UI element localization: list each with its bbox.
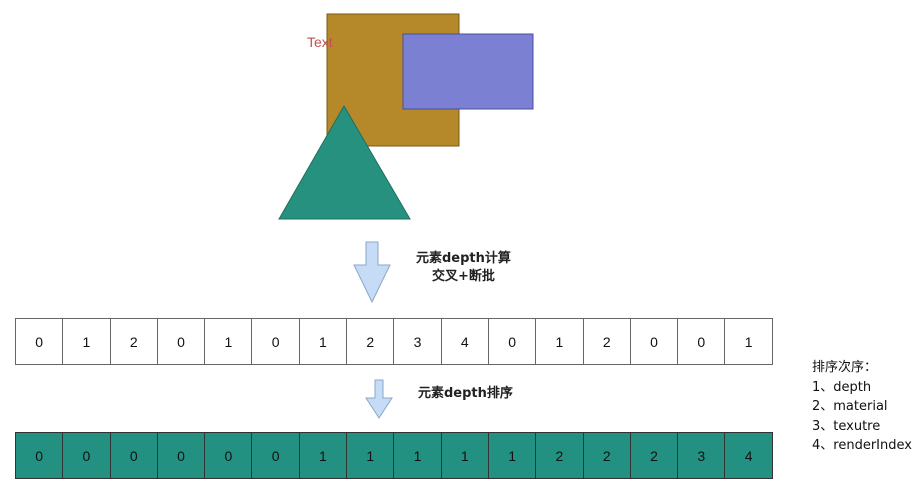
depth-cell: 0 <box>252 319 300 365</box>
depth-cell: 2 <box>583 433 631 479</box>
depth-cell: 0 <box>678 319 726 365</box>
sort-order-legend: 排序次序： 1、depth 2、material 3、texutre 4、ren… <box>812 358 912 456</box>
sort-order-item: 1、depth <box>812 379 872 395</box>
green-triangle <box>278 105 411 220</box>
depth-cell: 1 <box>536 319 584 365</box>
step1-line2: 交叉+断批 <box>432 269 495 284</box>
depth-cell: 2 <box>347 319 395 365</box>
depth-cell: 0 <box>110 433 158 479</box>
depth-cell: 3 <box>394 319 442 365</box>
depth-cell: 1 <box>441 433 489 479</box>
depth-cell: 1 <box>205 319 253 365</box>
depth-cell: 1 <box>488 433 537 479</box>
depth-cell: 2 <box>583 319 631 365</box>
depth-cell: 0 <box>205 433 253 479</box>
depth-cell: 1 <box>394 433 442 479</box>
depth-cell: 3 <box>678 433 726 479</box>
depth-cell: 4 <box>441 319 489 365</box>
blue-rectangle <box>402 33 534 110</box>
depth-cell: 0 <box>252 433 300 479</box>
depth-cell: 1 <box>299 319 348 365</box>
shape-text-label: Text <box>307 34 333 50</box>
depth-cell: 0 <box>16 319 64 365</box>
sort-order-item: 2、material <box>812 399 888 414</box>
sort-order-title: 排序次序： <box>812 360 878 375</box>
depth-cell: 4 <box>725 433 773 479</box>
depth-cell: 0 <box>488 319 537 365</box>
down-arrow-icon <box>353 241 391 304</box>
step1-line1: 元素depth计算 <box>416 251 511 266</box>
depth-cell: 0 <box>63 433 111 479</box>
sort-order-item: 4、renderIndex <box>812 438 912 453</box>
step2-line1: 元素depth排序 <box>418 386 513 401</box>
step2-caption: 元素depth排序 <box>418 385 513 403</box>
down-arrow-icon <box>365 379 393 419</box>
step1-caption: 元素depth计算 交叉+断批 <box>416 250 511 286</box>
depth-cell: 2 <box>536 433 584 479</box>
depth-cell: 0 <box>630 319 679 365</box>
depth-cell: 2 <box>110 319 158 365</box>
depth-cell: 0 <box>157 433 206 479</box>
depth-cell: 1 <box>725 319 773 365</box>
sort-order-item: 3、texutre <box>812 418 881 434</box>
depth-cell: 1 <box>299 433 348 479</box>
depth-cell: 1 <box>63 319 111 365</box>
depth-cell: 1 <box>347 433 395 479</box>
depth-cell: 2 <box>630 433 679 479</box>
depth-cell: 0 <box>16 433 64 479</box>
depth-cell: 0 <box>157 319 206 365</box>
